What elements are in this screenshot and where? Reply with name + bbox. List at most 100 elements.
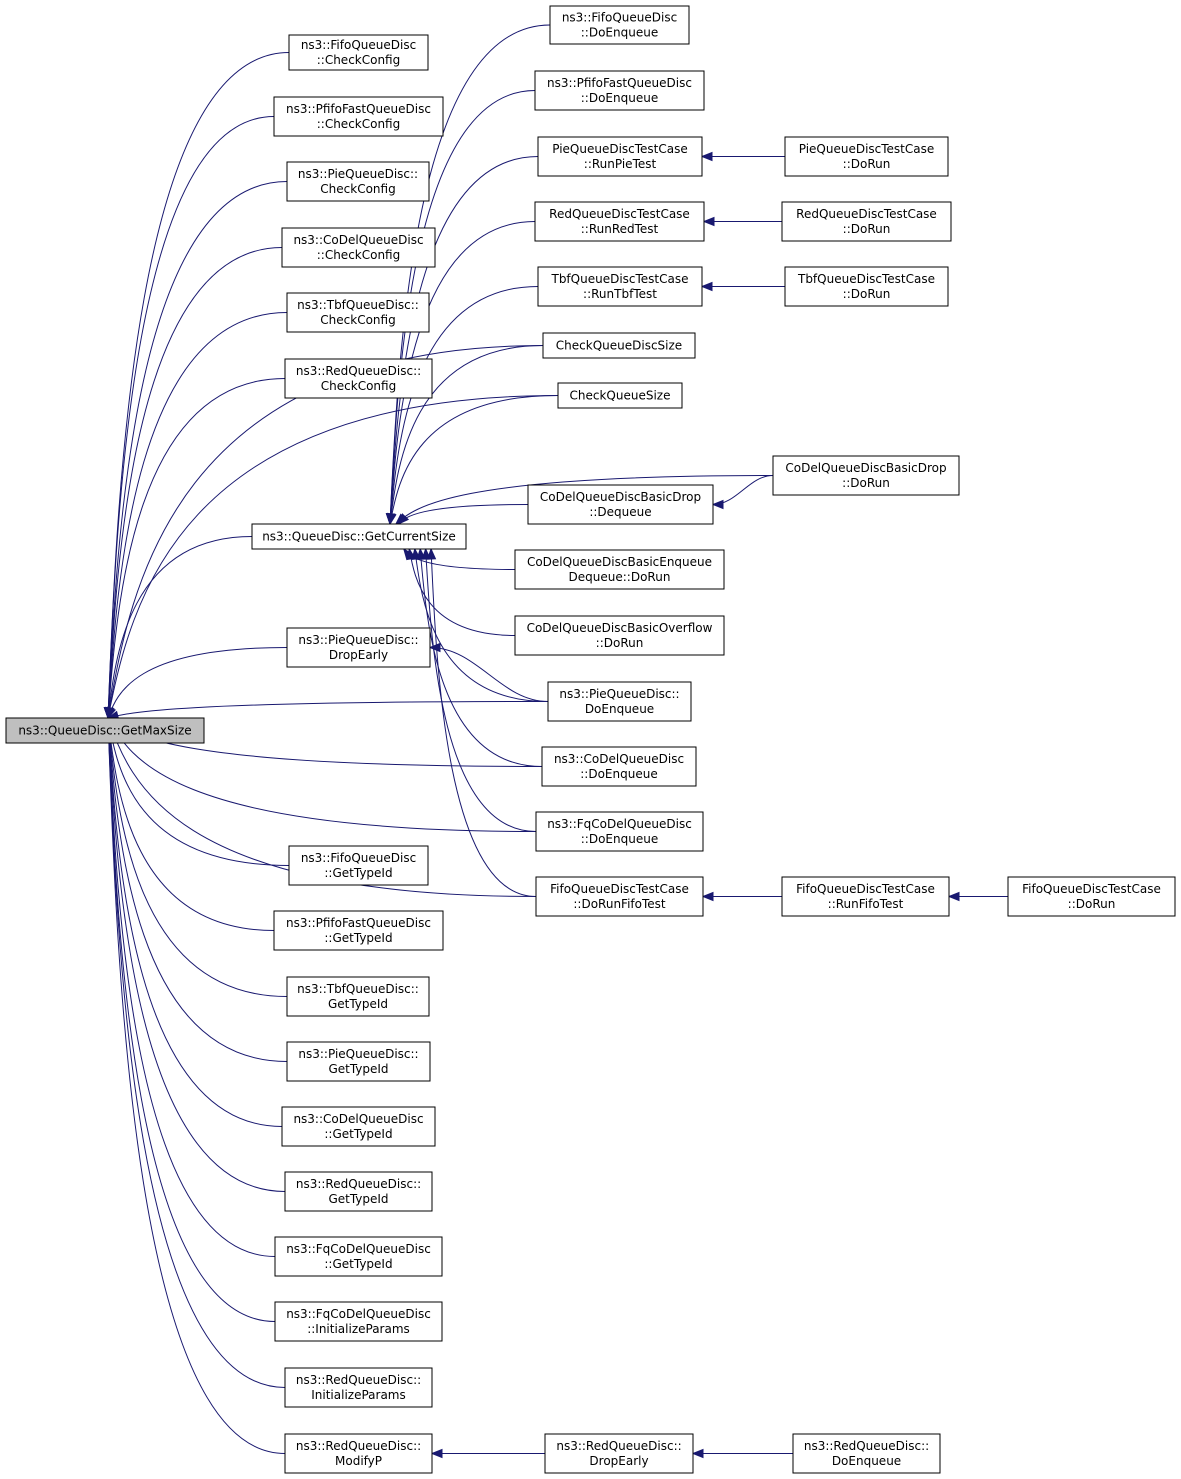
node-label: ns3::FqCoDelQueueDisc [547,817,692,831]
graph-node-tbf-gt[interactable]: ns3::TbfQueueDisc::GetTypeId [286,976,430,1017]
node-box [534,70,705,111]
node-label: ns3::RedQueueDisc:: [296,364,421,378]
arrowhead-icon [428,642,441,653]
graph-node-red-de[interactable]: ns3::RedQueueDisc::DropEarly [544,1433,694,1474]
edge-codel-gt-to-root [107,717,283,1127]
node-box [542,332,696,359]
arrowhead-icon [947,891,960,902]
node-label: ModifyP [335,1454,382,1468]
graph-node-fifo-de[interactable]: ns3::FifoQueueDisc::DoEnqueue [549,5,690,45]
graph-node-codel-gt[interactable]: ns3::CoDelQueueDisc::GetTypeId [281,1106,436,1147]
graph-node-cbd-dq[interactable]: CoDelQueueDiscBasicDrop::Dequeue [527,484,714,525]
graph-node-tbf-cc[interactable]: ns3::TbfQueueDisc::CheckConfig [286,292,430,333]
node-label: ns3::PfifoFastQueueDisc [547,76,692,90]
graph-node-pfifo-cc[interactable]: ns3::PfifoFastQueueDisc::CheckConfig [273,96,444,137]
edge-pie-tc-rt-to-gcs [389,156,539,525]
edge-fq-denq-to-gcs [425,548,537,832]
graph-node-fifo-gt[interactable]: ns3::FifoQueueDisc::GetTypeId [288,845,429,886]
graph-node-cbo[interactable]: CoDelQueueDiscBasicOverflow::DoRun [514,615,725,656]
graph-node-codel-cc[interactable]: ns3::CoDelQueueDisc::CheckConfig [281,227,436,268]
node-box [5,717,205,744]
graph-node-red-mp[interactable]: ns3::RedQueueDisc::ModifyP [284,1433,433,1474]
node-label: ::DoEnqueue [581,26,658,40]
graph-node-pie-tc-dr[interactable]: PieQueueDiscTestCase::DoRun [784,136,949,177]
arrowhead-icon [430,1448,443,1459]
node-label: ns3::PfifoFastQueueDisc [286,916,431,930]
edge-red-mp-to-root [107,717,286,1454]
graph-node-red-denq[interactable]: ns3::RedQueueDisc::DoEnqueue [792,1433,941,1474]
graph-node-cqs[interactable]: CheckQueueSize [557,382,683,409]
graph-node-pie-de[interactable]: ns3::PieQueueDisc::DropEarly [286,627,431,668]
graph-node-root[interactable]: ns3::QueueDisc::GetMaxSize [5,717,205,744]
graph-node-red-tc-rt[interactable]: RedQueueDiscTestCase::RunRedTest [534,201,705,242]
node-box [784,266,949,307]
node-box [781,876,950,917]
graph-node-red-gt[interactable]: ns3::RedQueueDisc::GetTypeId [284,1171,433,1212]
node-label: ::DoRun [843,157,891,171]
graph-node-pie-tc-rt[interactable]: PieQueueDiscTestCase::RunPieTest [537,136,703,177]
node-box [792,1433,941,1474]
edge-red-cc-to-root [107,378,286,719]
graph-node-fifo-tc-drft[interactable]: FifoQueueDiscTestCase::DoRunFifoTest [535,876,704,917]
graph-node-cbd-dr[interactable]: CoDelQueueDiscBasicDrop::DoRun [772,455,960,496]
graph-node-fifo-tc-rft[interactable]: FifoQueueDiscTestCase::RunFifoTest [781,876,950,917]
node-label: CoDelQueueDiscBasicOverflow [527,621,713,635]
node-box [535,876,704,917]
edge-cbd-dr-to-cbd-dq [712,475,774,505]
node-label: FifoQueueDiscTestCase [796,882,935,896]
node-label: ns3::RedQueueDisc:: [296,1177,421,1191]
node-label: GetTypeId [328,1062,388,1076]
graph-node-cqds[interactable]: CheckQueueDiscSize [542,332,696,359]
node-label: ns3::FqCoDelQueueDisc [286,1307,431,1321]
edge-cqs-to-root [107,395,559,719]
node-box [273,910,444,951]
edge-pie-denq-to-pie-de [429,647,549,702]
graph-node-pie-cc[interactable]: ns3::PieQueueDisc::CheckConfig [286,161,430,202]
node-box [288,845,429,886]
node-box [286,976,430,1017]
graph-node-fifo-tc-dr[interactable]: FifoQueueDiscTestCase::DoRun [1007,876,1176,917]
edge-gcs-to-root [107,536,253,719]
graph-node-red-tc-dr[interactable]: RedQueueDiscTestCase::DoRun [781,201,952,242]
graph-node-fq-gt[interactable]: ns3::FqCoDelQueueDisc::GetTypeId [274,1236,443,1277]
node-box [527,484,714,525]
graph-node-fq-denq[interactable]: ns3::FqCoDelQueueDisc::DoEnqueue [535,811,704,852]
edge-codel-denq-to-gcs [419,548,543,767]
node-label: CheckConfig [320,182,395,196]
node-box [535,811,704,852]
graph-node-tbf-tc-dr[interactable]: TbfQueueDiscTestCase::DoRun [784,266,949,307]
node-box [541,746,697,787]
edge-cqds-to-gcs [389,345,544,525]
graph-node-codel-denq[interactable]: ns3::CoDelQueueDisc::DoEnqueue [541,746,697,787]
node-label: ns3::FqCoDelQueueDisc [286,1242,431,1256]
graph-node-pie-gt[interactable]: ns3::PieQueueDisc::GetTypeId [286,1041,431,1082]
node-box [286,627,431,668]
node-label: CoDelQueueDiscBasicDrop [540,490,701,504]
node-label: ::RunRedTest [581,222,659,236]
graph-node-fq-ip[interactable]: ns3::FqCoDelQueueDisc::InitializeParams [274,1301,443,1342]
graph-node-pie-denq[interactable]: ns3::PieQueueDisc::DoEnqueue [547,681,692,722]
node-label: ::DoRun [843,222,891,236]
graph-node-red-cc[interactable]: ns3::RedQueueDisc::CheckConfig [284,358,433,399]
node-label: ::DoEnqueue [581,91,658,105]
graph-node-tbf-tc-rt[interactable]: TbfQueueDiscTestCase::RunTbfTest [537,266,703,307]
node-box [281,1106,436,1147]
node-label: CheckQueueDiscSize [556,339,682,353]
graph-node-pfifo-gt[interactable]: ns3::PfifoFastQueueDisc::GetTypeId [273,910,444,951]
node-box [284,1367,433,1408]
node-box [281,227,436,268]
node-label: ns3::FifoQueueDisc [301,38,416,52]
graph-node-gcs[interactable]: ns3::QueueDisc::GetCurrentSize [251,523,467,550]
node-box [284,358,433,399]
graph-node-pfifo-de[interactable]: ns3::PfifoFastQueueDisc::DoEnqueue [534,70,705,111]
node-label: ns3::FifoQueueDisc [301,851,416,865]
graph-node-fifo-cc[interactable]: ns3::FifoQueueDisc::CheckConfig [288,34,429,71]
node-label: ::DoRun [1068,897,1116,911]
node-label: ::RunTbfTest [583,287,657,301]
node-label: ns3::FifoQueueDisc [562,11,677,25]
edge-red-tc-rt-to-gcs [389,221,536,525]
graph-node-red-ip[interactable]: ns3::RedQueueDisc::InitializeParams [284,1367,433,1408]
node-box [547,681,692,722]
node-box [772,455,960,496]
